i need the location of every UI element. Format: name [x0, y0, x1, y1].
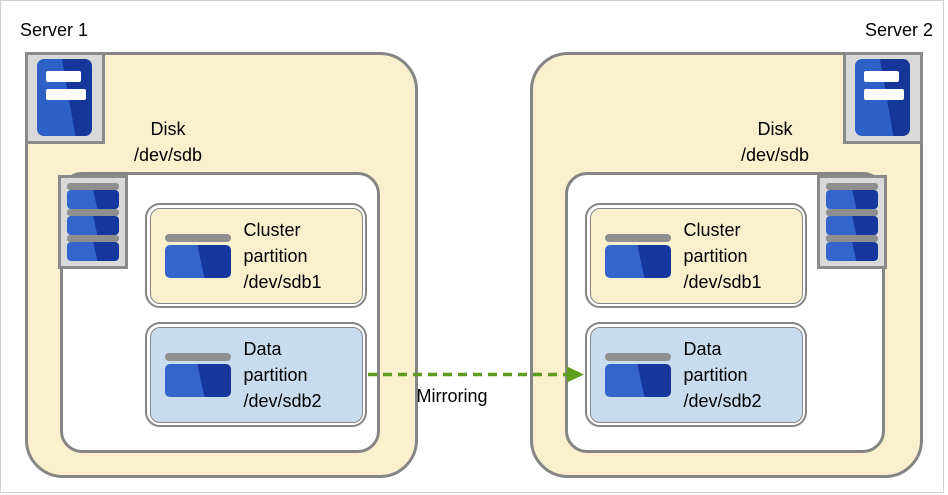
mirroring-label: Mirroring: [416, 386, 488, 406]
disk-device: /dev/sdb: [740, 145, 810, 165]
partition-icon: [604, 233, 671, 278]
platter-cap: [67, 235, 119, 242]
platter-body: [826, 190, 878, 209]
server-2-data-partition-box: Data partition /dev/sdb2: [585, 322, 807, 427]
partition-icon-cap: [604, 233, 671, 242]
platter-body: [67, 216, 119, 235]
partition-line: partition: [683, 364, 748, 385]
data-partition-label: Data partition /dev/sdb2: [684, 336, 762, 414]
platter-cap: [826, 209, 878, 216]
disk-stack-icon: [817, 175, 887, 269]
server-2-label: Server 2: [864, 20, 933, 40]
partition-icon-cap: [604, 352, 671, 361]
mirroring-arrow: [368, 366, 584, 383]
disk-stack-icon: [58, 175, 128, 269]
partition-icon-cap: [164, 352, 231, 361]
platter-cap: [826, 183, 878, 190]
server-tower-body: [37, 59, 92, 136]
server-1-label: Server 1: [20, 20, 89, 40]
disk-device: /dev/sdb: [133, 145, 203, 165]
server-slot: [864, 71, 899, 82]
partition-icon-cap: [164, 233, 231, 242]
server-2-disk-label: Disk /dev/sdb: [705, 116, 845, 168]
platter-cap: [67, 209, 119, 216]
partition-line: /dev/sdb1: [243, 271, 322, 292]
partition-icon-body: [164, 363, 231, 397]
server-slot: [864, 89, 904, 100]
partition-line: partition: [683, 245, 748, 266]
server-slot: [46, 89, 86, 100]
platter-body: [826, 216, 878, 235]
platter-cap: [826, 235, 878, 242]
partition-line: /dev/sdb1: [683, 271, 762, 292]
partition-line: Data: [683, 338, 722, 359]
partition-icon-body: [604, 244, 671, 278]
server-1-data-partition-box: Data partition /dev/sdb2: [145, 322, 367, 427]
partition-line: Cluster: [243, 219, 301, 240]
data-partition-label: Data partition /dev/sdb2: [244, 336, 322, 414]
disk-title: Disk: [150, 119, 186, 139]
platter-body: [67, 242, 119, 261]
partition-icon: [604, 352, 671, 397]
partition-icon-body: [604, 363, 671, 397]
partition-line: partition: [243, 245, 308, 266]
disk-title: Disk: [757, 119, 793, 139]
partition-line: Cluster: [683, 219, 741, 240]
partition-line: /dev/sdb2: [683, 390, 762, 411]
platter-cap: [67, 183, 119, 190]
server-tower-icon: [25, 52, 105, 144]
partition-line: partition: [243, 364, 308, 385]
partition-line: /dev/sdb2: [243, 390, 322, 411]
server-1-cluster-partition-box: Cluster partition /dev/sdb1: [145, 203, 367, 308]
partition-icon: [164, 233, 231, 278]
cluster-partition-label: Cluster partition /dev/sdb1: [244, 217, 322, 295]
partition-icon-body: [164, 244, 231, 278]
partition-icon: [164, 352, 231, 397]
server-tower-body: [855, 59, 910, 136]
cluster-partition-label: Cluster partition /dev/sdb1: [684, 217, 762, 295]
platter-body: [67, 190, 119, 209]
platter-body: [826, 242, 878, 261]
server-1-disk-label: Disk /dev/sdb: [98, 116, 238, 168]
server-2-cluster-partition-box: Cluster partition /dev/sdb1: [585, 203, 807, 308]
server-slot: [46, 71, 81, 82]
partition-line: Data: [243, 338, 282, 359]
server-tower-icon: [843, 52, 923, 144]
